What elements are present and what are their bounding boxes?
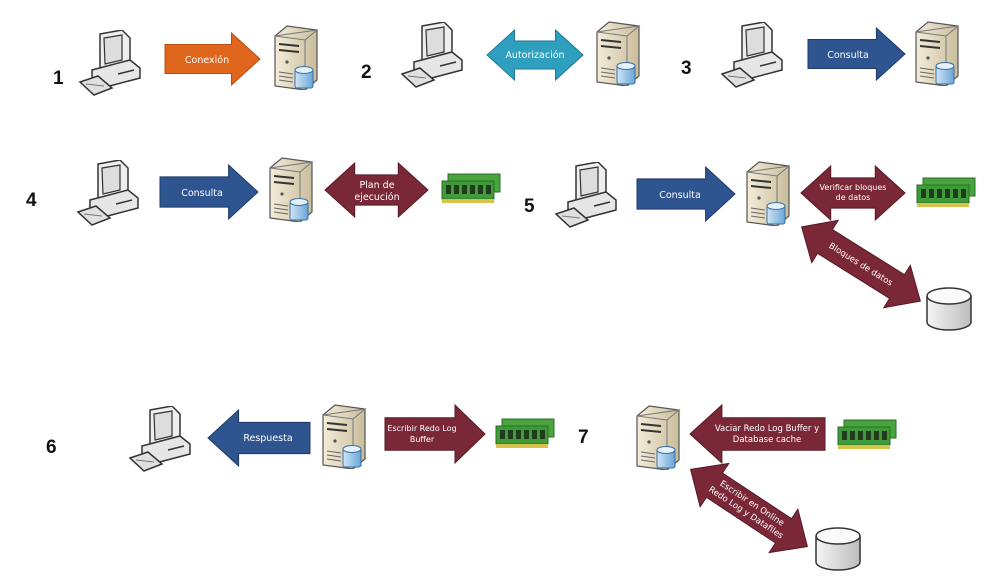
arrow-label-line2: Buffer (410, 435, 435, 444)
step-number-5: 5 (524, 196, 535, 217)
ram-icon (495, 418, 555, 449)
authorization-arrow (486, 28, 584, 82)
query-arrow (636, 165, 736, 223)
server-icon (596, 21, 640, 86)
server-icon (636, 405, 680, 470)
arrow-label-line1: Escribir Redo Log (387, 424, 456, 433)
server-icon (269, 157, 313, 222)
step-number-1: 1 (53, 68, 64, 89)
arrow-label-line2: Database cache (733, 435, 801, 445)
arrow-label: Consulta (659, 190, 701, 201)
arrow-label-line1: Vaciar Redo Log Buffer y (715, 424, 819, 434)
arrow-label: Respuesta (243, 433, 292, 444)
ram-icon (916, 177, 976, 208)
query-arrow (807, 26, 906, 82)
verify-blocks-arrow (800, 164, 906, 222)
write-online-redo-arrow (690, 462, 808, 554)
execution-plan-arrow (324, 161, 429, 219)
query-arrow (159, 163, 259, 221)
server-icon (274, 25, 318, 90)
arrow-label-line2: de datos (836, 193, 871, 202)
arrow-label: Conexión (185, 55, 229, 66)
arrow-label-line1: Plan de (359, 180, 394, 191)
ram-icon (441, 173, 501, 204)
server-icon (915, 21, 959, 86)
response-arrow (207, 408, 311, 468)
computer-icon (555, 162, 617, 228)
step-number-6: 6 (46, 437, 57, 458)
arrow-label: Autorización (505, 50, 564, 61)
write-redo-log-arrow (384, 403, 486, 465)
server-icon (746, 161, 790, 226)
computer-icon (77, 160, 139, 226)
disk-icon (926, 287, 972, 331)
computer-icon (79, 30, 141, 96)
disk-icon (815, 527, 861, 571)
flush-buffer-arrow (689, 403, 826, 465)
arrow-label-line2: ejecución (354, 192, 399, 203)
computer-icon (721, 22, 783, 88)
computer-icon (129, 406, 191, 472)
step-number-4: 4 (26, 190, 37, 211)
write-online-redo-arrow-group: Escribir en Online Redo Log y Datafiles (690, 462, 808, 554)
connection-arrow (164, 31, 261, 87)
data-blocks-arrow-group: Bloques de datos (801, 219, 921, 309)
step-number-3: 3 (681, 58, 692, 79)
step-number-7: 7 (578, 427, 589, 448)
ram-icon (837, 419, 897, 450)
arrow-label: Consulta (827, 50, 869, 61)
arrow-label-line1: Verificar bloques (820, 183, 887, 192)
step-number-2: 2 (361, 62, 372, 83)
server-icon (322, 404, 366, 469)
data-blocks-arrow (801, 219, 921, 309)
arrow-label: Consulta (181, 188, 223, 199)
computer-icon (401, 22, 463, 88)
